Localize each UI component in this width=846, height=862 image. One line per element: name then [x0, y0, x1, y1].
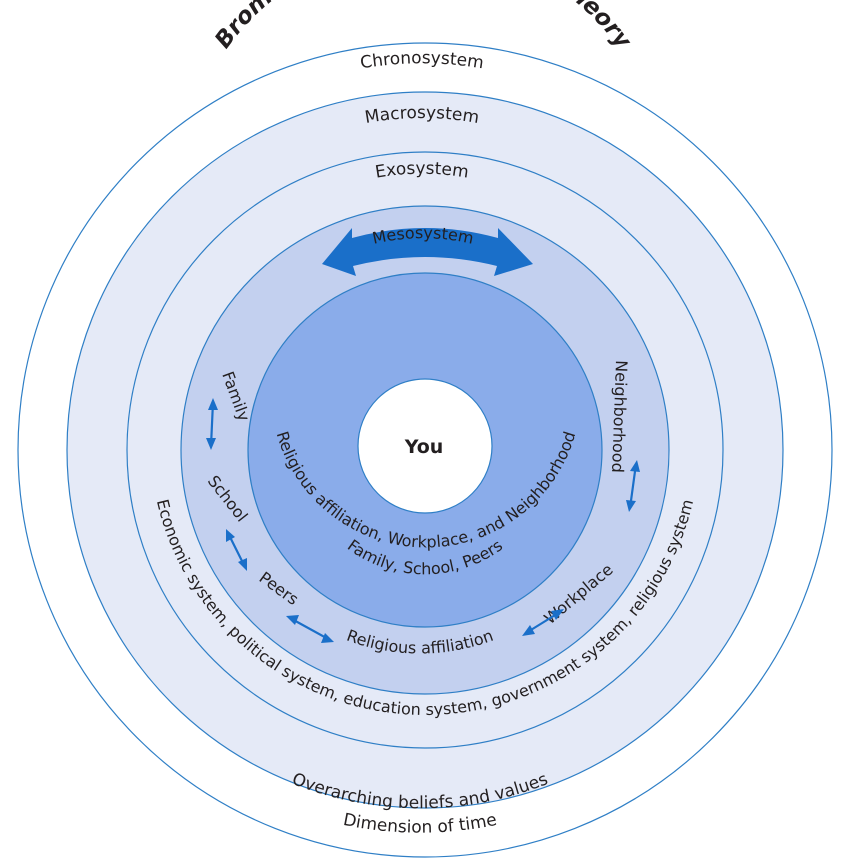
- meso-neighborhood-label: Neighborhood: [608, 360, 631, 473]
- school-arrowhead-bottom: [238, 558, 247, 571]
- family-arrowhead-bottom: [206, 438, 216, 450]
- school-arrowhead-top: [226, 529, 235, 542]
- peers-arrowhead-right: [321, 633, 334, 643]
- exosystem-label: Exosystem: [374, 159, 470, 183]
- neighborhood-arrowhead-bottom: [626, 500, 636, 512]
- family-arrowhead-top: [208, 398, 218, 410]
- mesosystem-arrow: [322, 228, 533, 276]
- workplace-arrowhead-left: [522, 625, 535, 636]
- center-you-label: You: [404, 436, 444, 458]
- neighborhood-arrowhead-top: [630, 460, 640, 472]
- peers-arrow: [288, 616, 332, 642]
- workplace-arrowhead-right: [551, 609, 564, 620]
- peers-arrowhead-left: [286, 615, 299, 625]
- you-circle: [357, 378, 493, 514]
